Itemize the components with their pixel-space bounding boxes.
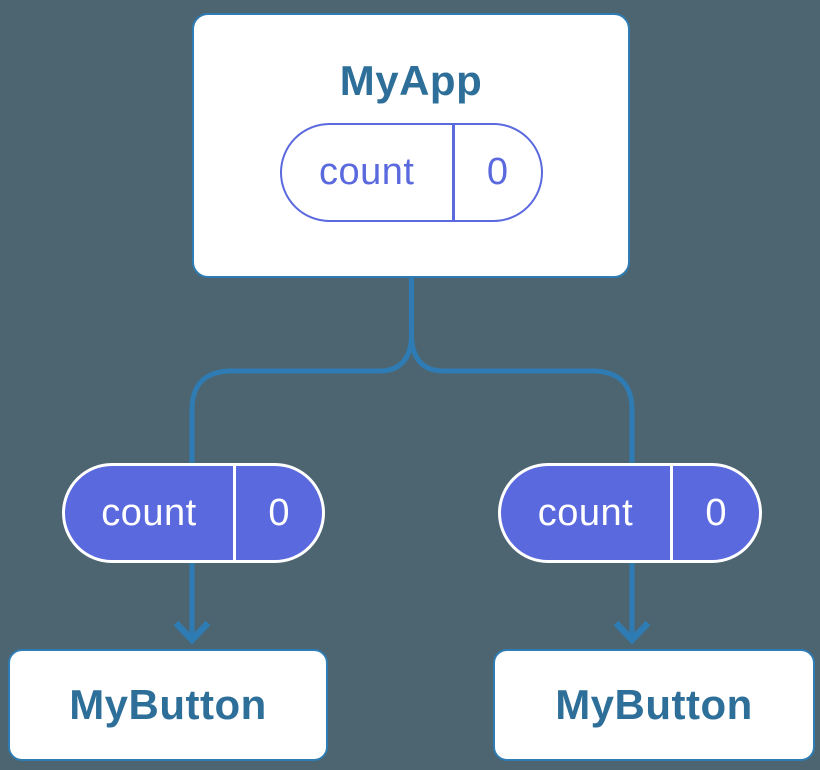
state-pill-right-child: count 0 — [498, 463, 762, 563]
node-title: MyButton — [69, 681, 267, 728]
state-value: 0 — [705, 491, 727, 534]
branch-line-left — [189, 278, 414, 637]
state-name: count — [319, 151, 415, 193]
pill-divider — [670, 466, 673, 560]
branch-line-right — [409, 278, 635, 637]
state-value: 0 — [268, 491, 290, 534]
node-title: MyApp — [339, 57, 483, 104]
state-name: count — [537, 491, 634, 534]
component-node-mybutton-left: MyButton — [8, 649, 328, 761]
arrow-down-icon — [173, 620, 211, 645]
arrow-down-icon — [613, 620, 651, 645]
pill-divider — [452, 125, 455, 220]
component-node-myapp: MyApp count 0 — [192, 13, 630, 278]
state-pill-left-child: count 0 — [62, 463, 325, 563]
state-value: 0 — [486, 151, 509, 193]
node-title: MyButton — [555, 681, 753, 728]
state-pill-root: count 0 — [279, 123, 543, 222]
component-node-mybutton-right: MyButton — [493, 649, 815, 761]
state-name: count — [101, 491, 197, 534]
pill-divider — [233, 466, 236, 560]
